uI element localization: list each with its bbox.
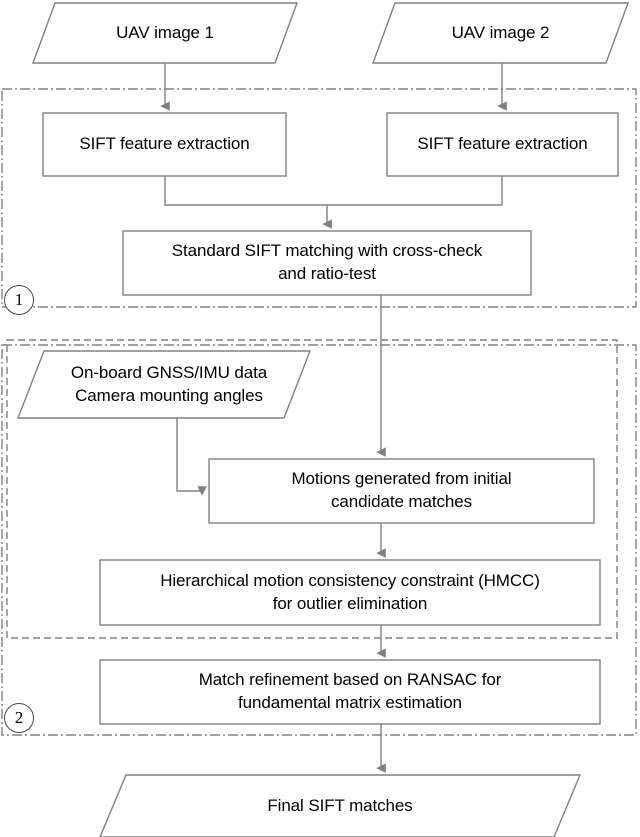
uav-image-2-shape[interactable] [371, 2, 630, 64]
motions-generated-shape[interactable] [208, 458, 595, 524]
connector-sift1-merge [164, 176, 327, 206]
hmcc-outlier-elimination-shape[interactable] [99, 559, 601, 626]
group-regions [1, 88, 637, 736]
connectors [160, 63, 507, 773]
sift-feature-extraction-1-shape[interactable] [42, 112, 287, 177]
stage-1-group [1, 88, 637, 308]
onboard-gnss-imu-data-shape[interactable] [16, 350, 312, 419]
standard-sift-matching-shape[interactable] [122, 230, 532, 296]
stage-2-group [1, 344, 637, 736]
stage-1-marker: 1 [4, 285, 34, 315]
connector-gnss-to-motions [176, 418, 207, 496]
uav-image-1-shape[interactable] [31, 2, 299, 64]
stage-2-marker: 2 [4, 703, 34, 733]
final-sift-matches-shape[interactable] [99, 774, 582, 837]
match-refinement-ransac-shape[interactable] [99, 659, 601, 725]
node-shapes [16, 2, 630, 837]
sift-feature-extraction-2-shape[interactable] [386, 112, 619, 177]
connector-sift2-merge [327, 176, 503, 206]
hmcc-subgroup [6, 339, 618, 639]
